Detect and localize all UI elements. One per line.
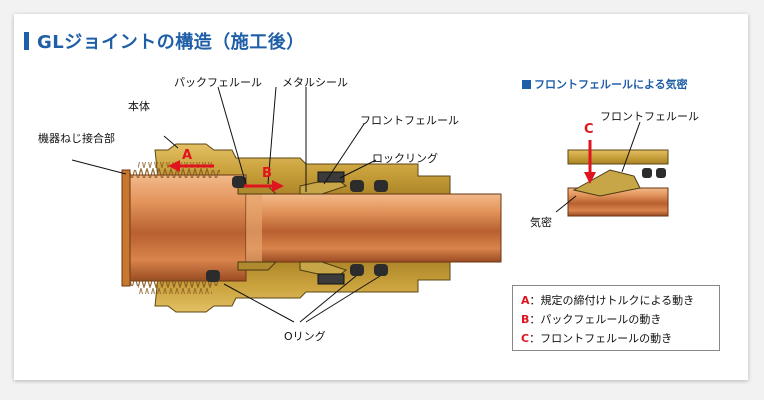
o-ring-lower-3 — [374, 264, 388, 276]
o-ring-lower-1 — [206, 270, 220, 282]
legend-row-c: C：フロントフェルールの動き — [521, 330, 672, 346]
pipe-inner-end — [246, 194, 262, 262]
inset-label-front-ferrule: フロントフェルール — [600, 110, 699, 123]
arrow-b-head — [272, 180, 284, 192]
legend-key-c: C — [521, 332, 530, 345]
inset-leaders — [555, 121, 641, 213]
inset-title: フロントフェルールによる気密 — [534, 78, 688, 91]
device-threads-top — [130, 170, 220, 178]
legend-sep-b: ： — [529, 313, 541, 326]
legend-text-c: フロントフェルールの動き — [540, 332, 673, 345]
copper-pipe — [245, 193, 502, 263]
o-ring-upper-1 — [232, 176, 246, 188]
title-block: GLジョイントの構造（施工後） — [24, 30, 305, 53]
inset-o-ring-2 — [656, 168, 666, 178]
lock-ring-upper — [317, 171, 345, 183]
legend-row-a: A：規定の締付けトルクによる動き — [521, 292, 694, 308]
label-front-ferrule: フロントフェルール — [360, 114, 459, 127]
title-marker — [24, 32, 29, 50]
inset-title-marker — [522, 79, 531, 89]
inset-o-ring-1 — [642, 168, 652, 178]
o-ring-upper-3 — [374, 180, 388, 192]
inset-body-top — [567, 149, 669, 165]
label-body: 本体 — [128, 100, 150, 113]
arrow-a-label: A — [182, 148, 193, 163]
leader-lines — [71, 86, 381, 323]
label-pack-ferrule: パックフェルール — [174, 76, 262, 89]
pack-ferrule-lower — [237, 261, 278, 271]
inset-front-ferrule — [572, 169, 641, 197]
o-ring-lower-2 — [350, 264, 364, 276]
legend-sep-c: ： — [529, 332, 541, 345]
label-o-ring: Oリング — [284, 330, 326, 343]
device-threads-bottom — [130, 278, 220, 286]
o-ring-upper-2 — [350, 180, 364, 192]
label-device-thread: 機器ねじ接合部 — [38, 132, 115, 145]
legend-key-a: A — [521, 294, 530, 307]
page-title: GLジョイントの構造（施工後） — [37, 32, 305, 53]
inset-label-airtight: 気密 — [530, 216, 552, 229]
label-metal-seal: メタルシール — [282, 76, 348, 89]
arrow-c-head — [584, 172, 596, 184]
legend-text-b: パックフェルールの動き — [540, 313, 662, 326]
legend-sep-a: ： — [529, 294, 541, 307]
lock-ring-lower — [317, 273, 345, 285]
device-flange — [121, 169, 131, 287]
legend-box: A：規定の締付けトルクによる動き B：パックフェルールの動き C：フロントフェル… — [512, 285, 720, 351]
legend-row-b: B：パックフェルールの動き — [521, 311, 661, 327]
inset-title-block: フロントフェルールによる気密 — [522, 76, 688, 92]
label-lock-ring: ロックリング — [372, 152, 438, 165]
legend-key-b: B — [521, 313, 530, 326]
device-block — [127, 174, 247, 282]
arrow-c-label: C — [584, 122, 594, 137]
arrow-a-head — [168, 160, 180, 172]
arrow-b-label: B — [262, 166, 272, 181]
legend-text-a: 規定の締付けトルクによる動き — [540, 294, 695, 307]
